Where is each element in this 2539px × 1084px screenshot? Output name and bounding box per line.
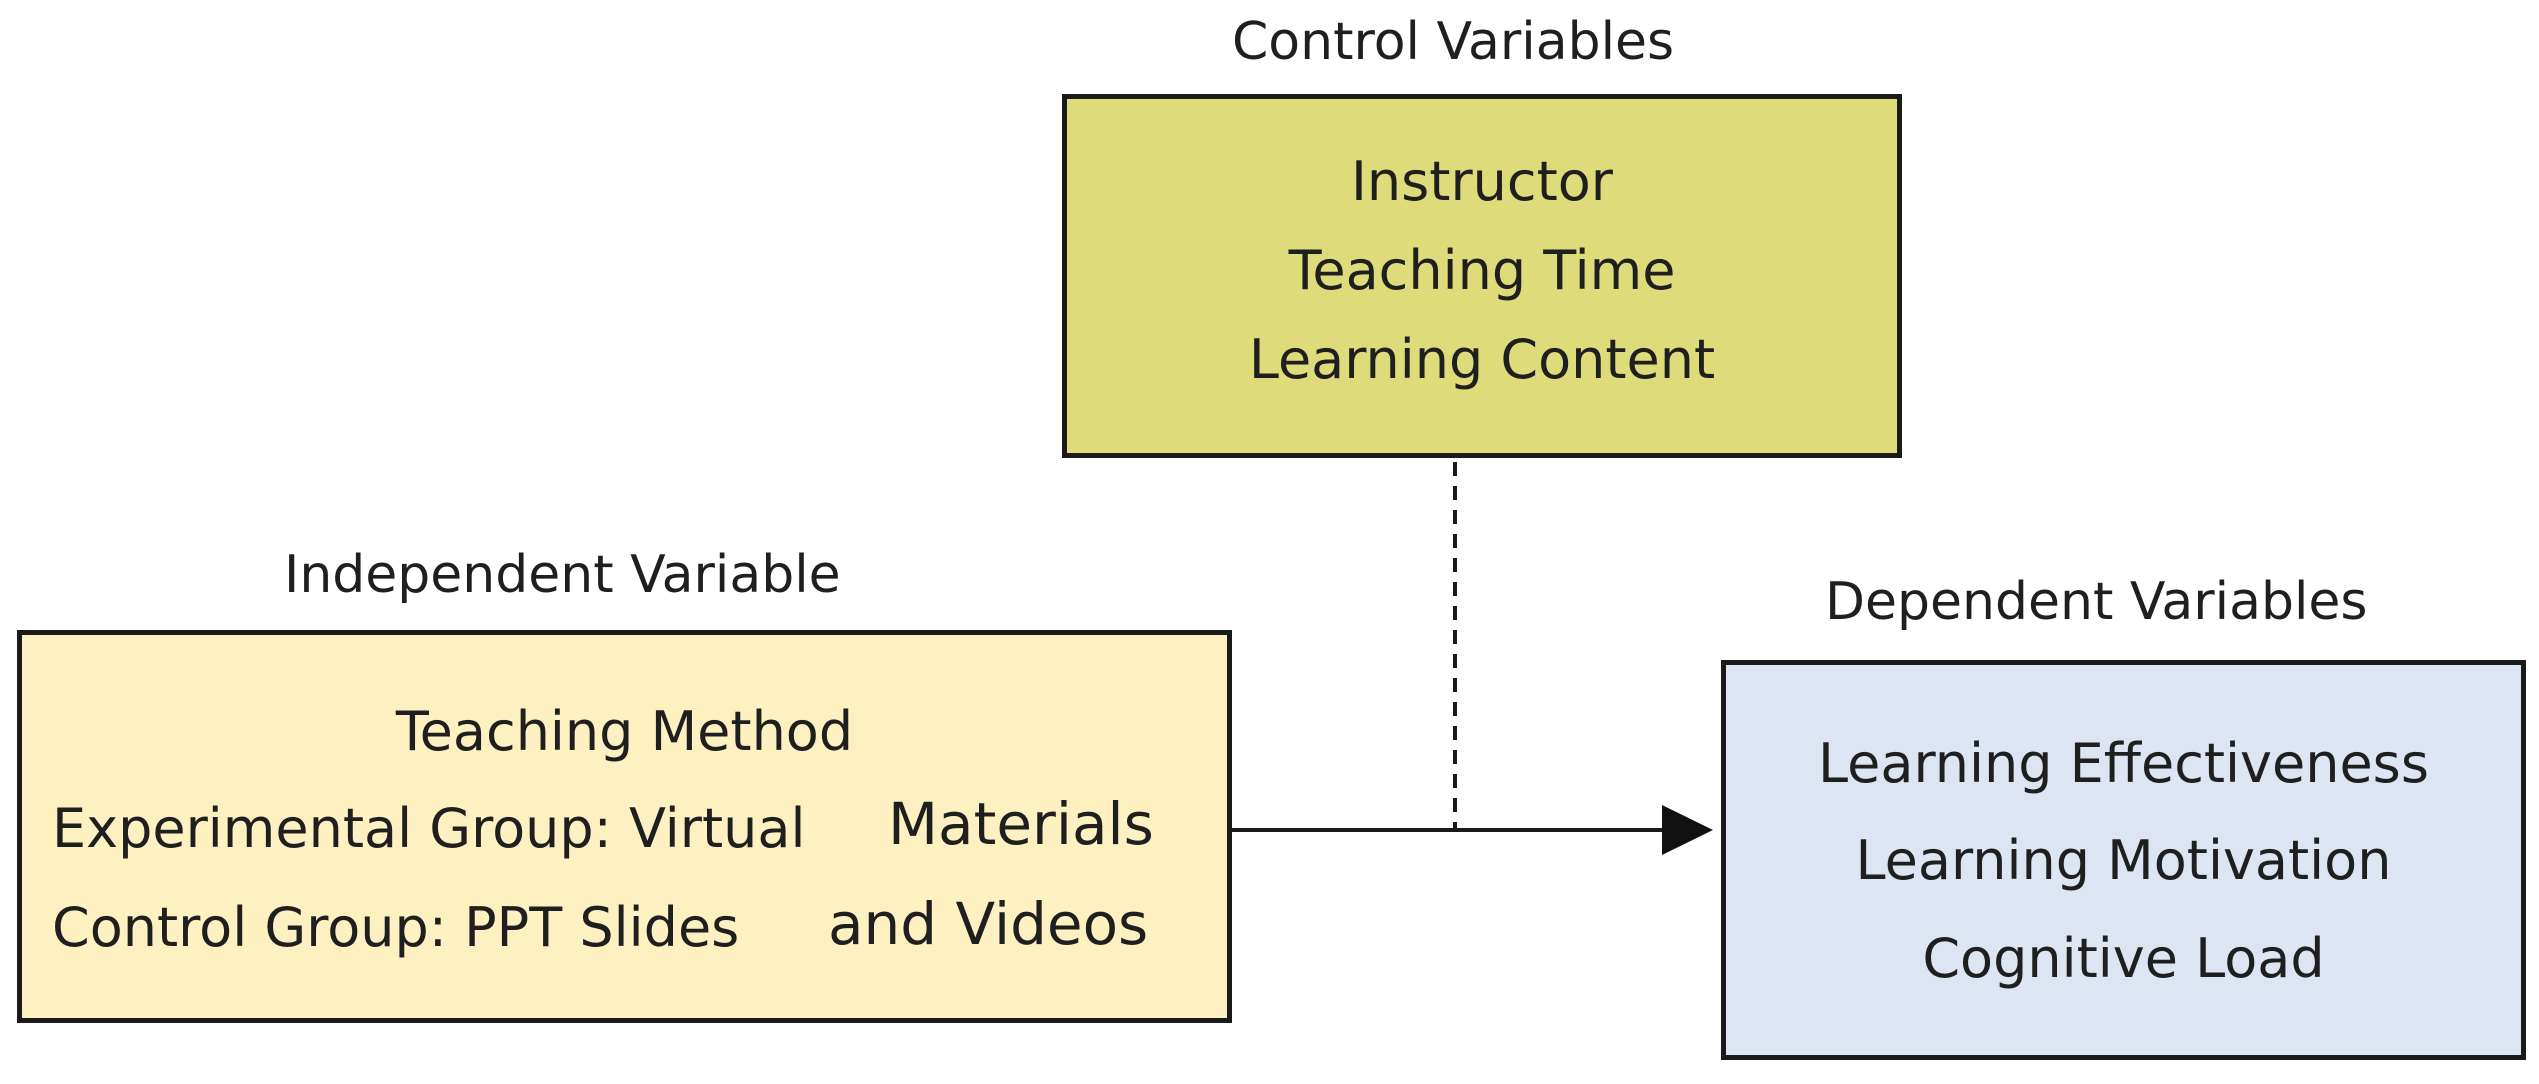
materials-label: Materials <box>888 790 1154 858</box>
control-item-instructor: Instructor <box>1351 150 1613 213</box>
control-item-learning-content: Learning Content <box>1248 328 1716 391</box>
and-videos-label: and Videos <box>828 890 1149 958</box>
independent-variable-heading: Independent Variable <box>284 545 841 605</box>
control-variables-box: Instructor Teaching Time Learning Conten… <box>1062 94 1902 458</box>
control-item-teaching-time: Teaching Time <box>1288 239 1676 302</box>
arrowhead <box>1662 805 1713 855</box>
dependent-item-learning-effectiveness: Learning Effectiveness <box>1818 732 2429 795</box>
control-group-label: Control Group: PPT Slides <box>52 896 740 959</box>
dependent-item-learning-motivation: Learning Motivation <box>1855 829 2392 892</box>
independent-variable-box: Teaching Method Experimental Group: Virt… <box>17 630 1232 1023</box>
dependent-variables-heading: Dependent Variables <box>1825 572 2368 632</box>
control-variables-heading: Control Variables <box>1232 12 1675 72</box>
experimental-group-label: Experimental Group: Virtual <box>52 797 806 860</box>
dependent-item-cognitive-load: Cognitive Load <box>1922 927 2325 990</box>
teaching-method-label: Teaching Method <box>395 700 854 763</box>
dependent-variables-box: Learning Effectiveness Learning Motivati… <box>1721 660 2526 1060</box>
